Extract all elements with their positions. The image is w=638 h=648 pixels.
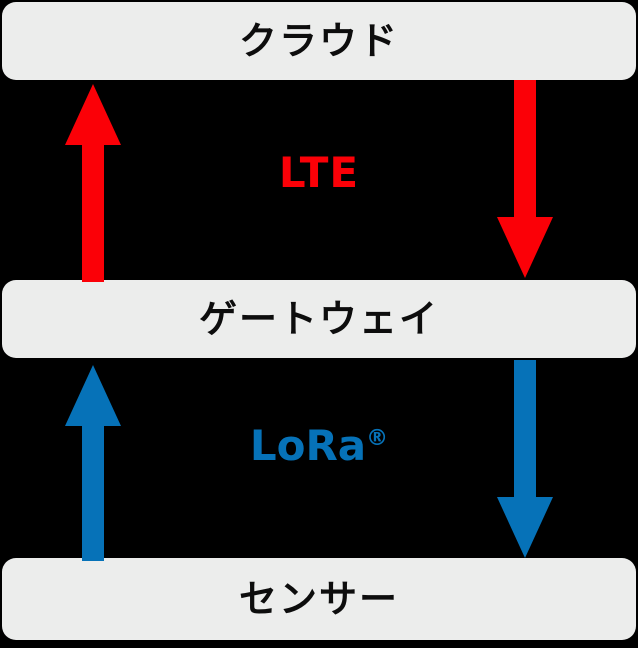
- node-label-gateway: ゲートウェイ: [198, 297, 439, 341]
- node-box-gateway: ゲートウェイ: [2, 280, 636, 358]
- arrow-down-icon-lte-downlink: [497, 80, 553, 278]
- node-box-cloud: クラウド: [2, 2, 636, 80]
- link-label-lte: LTE: [0, 152, 638, 194]
- registered-trademark-icon: ®: [366, 426, 389, 451]
- link-label-lora: LoRa®: [0, 425, 638, 467]
- arrow-down-icon-lora-downlink: [497, 360, 553, 558]
- node-box-sensor: センサー: [2, 558, 636, 640]
- arrow-up-icon-lora-uplink: [65, 365, 121, 561]
- link-label-lte-text: LTE: [278, 148, 360, 197]
- link-label-lora-text: LoRa: [249, 421, 367, 470]
- node-label-cloud: クラウド: [238, 19, 399, 63]
- node-label-sensor: センサー: [238, 577, 399, 621]
- arrow-up-icon-lte-uplink: [65, 84, 121, 282]
